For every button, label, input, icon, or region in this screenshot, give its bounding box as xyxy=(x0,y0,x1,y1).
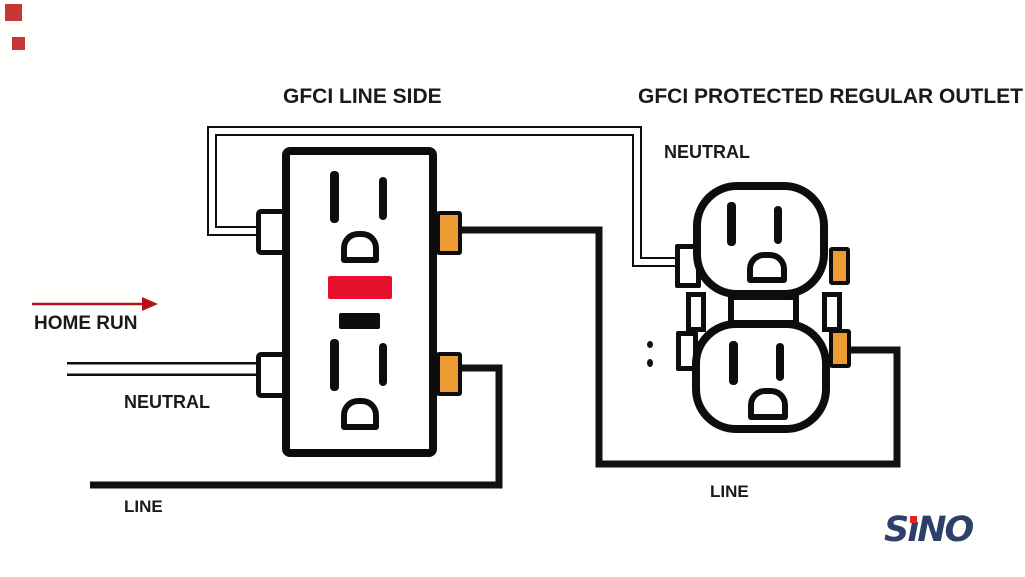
title-gfci-protected-outlet: GFCI PROTECTED REGULAR OUTLET xyxy=(638,85,1023,108)
dot-mark-top xyxy=(647,341,653,348)
dot-mark-bottom xyxy=(647,359,653,367)
home-run-arrow-head xyxy=(142,297,158,311)
line-feed-wire xyxy=(90,364,503,489)
outlet-right-neck-icon xyxy=(822,292,842,332)
outlet-bottom-ground-hole-icon xyxy=(748,388,788,420)
outlet-top-neutral-slot-icon xyxy=(727,202,736,246)
line-branch-label: LINE xyxy=(710,482,749,501)
neutral-branch-label: NEUTRAL xyxy=(664,142,750,162)
logo-i-dot-icon xyxy=(910,516,918,523)
gfci-test-button-icon xyxy=(339,313,380,329)
outlet-top-hot-slot-icon xyxy=(774,206,782,244)
gfci-top-neutral-slot-icon xyxy=(330,171,339,223)
title-gfci-line-side: GFCI LINE SIDE xyxy=(283,85,442,108)
hot-wire xyxy=(458,226,901,468)
gfci-bottom-hot-slot-icon xyxy=(379,343,387,386)
outlet-bottom-hot-slot-icon xyxy=(776,343,784,381)
outlet-top-ground-hole-icon xyxy=(747,252,787,283)
outlet-bottom-neutral-slot-icon xyxy=(729,341,738,385)
gfci-top-ground-hole-icon xyxy=(341,231,379,263)
corner-mark-1 xyxy=(5,4,22,21)
corner-mark-2 xyxy=(12,37,25,50)
gfci-bottom-neutral-slot-icon xyxy=(330,339,339,391)
gfci-top-hot-slot-icon xyxy=(379,177,387,220)
gfci-brass-terminal-top-icon xyxy=(436,211,462,255)
outlet-brass-terminal-bottom-icon xyxy=(829,329,851,368)
gfci-reset-button-icon xyxy=(328,276,392,299)
line-feed-label: LINE xyxy=(124,497,163,516)
neutral-feed-label: NEUTRAL xyxy=(124,392,210,412)
outlet-left-neck-icon xyxy=(686,292,706,332)
home-run-label: HOME RUN xyxy=(34,313,138,334)
logo-letter-i: ı xyxy=(907,510,919,550)
logo-letter-s: S xyxy=(884,510,909,550)
logo-letters-no: NO xyxy=(917,510,974,550)
outlet-brass-terminal-top-icon xyxy=(829,247,850,285)
gfci-brass-terminal-bottom-icon xyxy=(436,352,462,396)
gfci-bottom-ground-hole-icon xyxy=(341,398,379,430)
neutral-wire-core xyxy=(209,128,676,265)
